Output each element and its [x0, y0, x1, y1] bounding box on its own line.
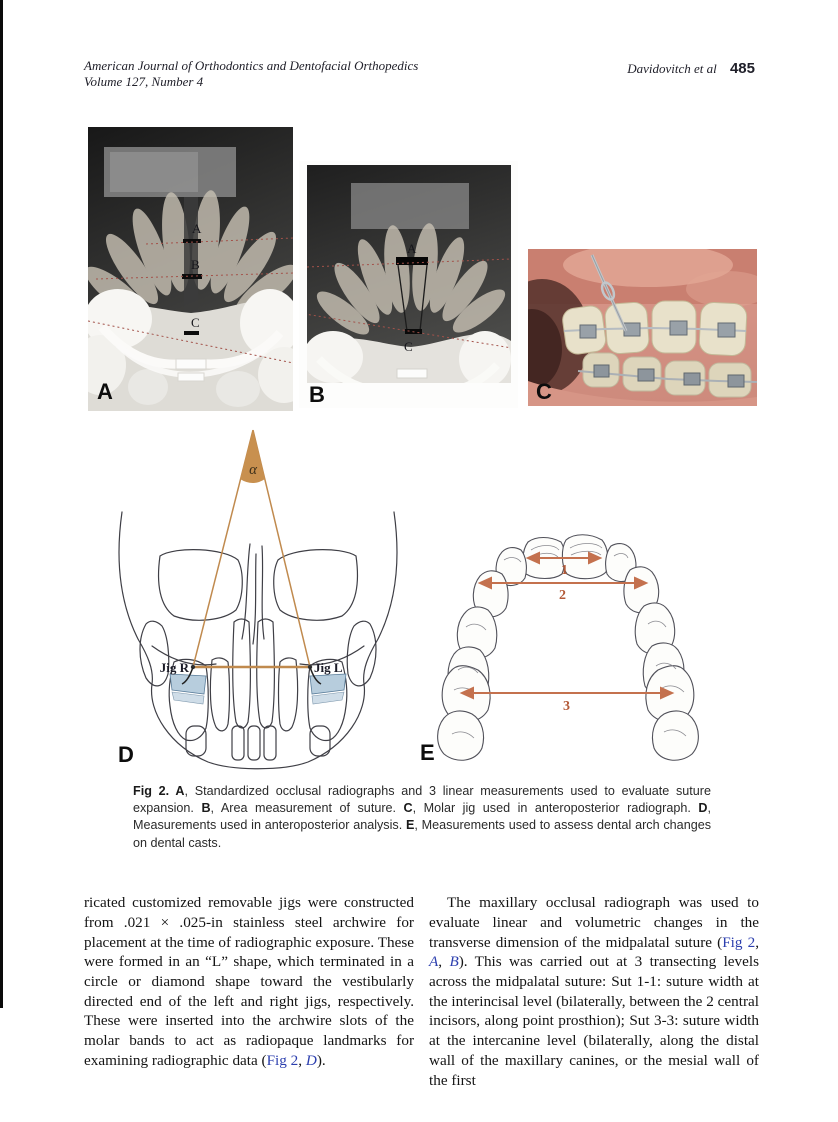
molar-band-right	[309, 673, 347, 705]
figure-panel-b: A C B	[299, 161, 518, 408]
panel-e-corner-label: E	[420, 740, 435, 764]
jig-right-label: Jig R	[160, 660, 190, 675]
journal-title: American Journal of Orthodontics and Den…	[84, 58, 419, 73]
alpha-angle-label: α	[249, 462, 258, 478]
measurement-3-label: 3	[563, 699, 570, 714]
figure-panel-d: α Jig R Jig L D	[112, 424, 404, 772]
radiation-angle-triangle	[192, 429, 311, 669]
jig-left-label: Jig L	[314, 660, 343, 675]
area-top-label: A	[407, 241, 417, 256]
panel-c-corner-label: C	[536, 379, 552, 404]
figure-reference-link[interactable]: A	[429, 953, 439, 971]
panel-a-corner-label: A	[97, 379, 113, 404]
figure-reference-link[interactable]: Fig 2	[266, 1051, 299, 1069]
running-authors: Davidovitch et al	[627, 61, 717, 76]
panel-d-corner-label: D	[118, 742, 134, 767]
arch-measurement-arrows	[459, 551, 675, 700]
suture-level-c-label: C	[191, 315, 200, 330]
body-column-left: ricated customized removable jigs were c…	[84, 894, 414, 1069]
running-header-left: American Journal of Orthodontics and Den…	[84, 58, 504, 90]
panel-a-radiograph-image: A B C A	[88, 127, 293, 411]
figure-caption: Fig 2. A, Standardized occlusal radiogra…	[133, 784, 711, 850]
measurement-1-label: 1	[561, 563, 568, 578]
figure-panel-e: 1 2 3 E	[418, 512, 718, 764]
journal-volume: Volume 127, Number 4	[84, 74, 204, 89]
figure-reference-link[interactable]: Fig 2	[722, 933, 756, 951]
page-number: 485	[729, 60, 755, 77]
registration-dotted-lines	[307, 258, 511, 349]
panel-d-diagram-image: α Jig R Jig L D	[118, 429, 398, 770]
area-bottom-label: C	[404, 339, 413, 354]
panel-e-diagram-image: 1 2 3 E	[420, 534, 699, 764]
panel-b-radiograph-image: A C B	[299, 161, 518, 408]
figure-panel-a: A B C A	[88, 127, 293, 411]
panel-b-corner-label: B	[309, 382, 325, 407]
scan-edge-artifact	[0, 0, 3, 1008]
suture-level-b-label: B	[191, 257, 200, 272]
suture-level-a-label: A	[192, 221, 202, 236]
panel-c-photo-image: C	[528, 249, 757, 406]
figure-reference-link[interactable]: B	[449, 953, 459, 971]
figure-panel-c: C	[528, 249, 757, 406]
body-column-right: The maxillary occlusal radiograph was us…	[429, 894, 760, 1089]
molar-band-left	[169, 673, 207, 705]
measurement-2-label: 2	[559, 588, 566, 603]
running-header-right: Davidovitch et al 485	[627, 60, 755, 77]
figure-reference-link[interactable]: D	[305, 1051, 317, 1069]
